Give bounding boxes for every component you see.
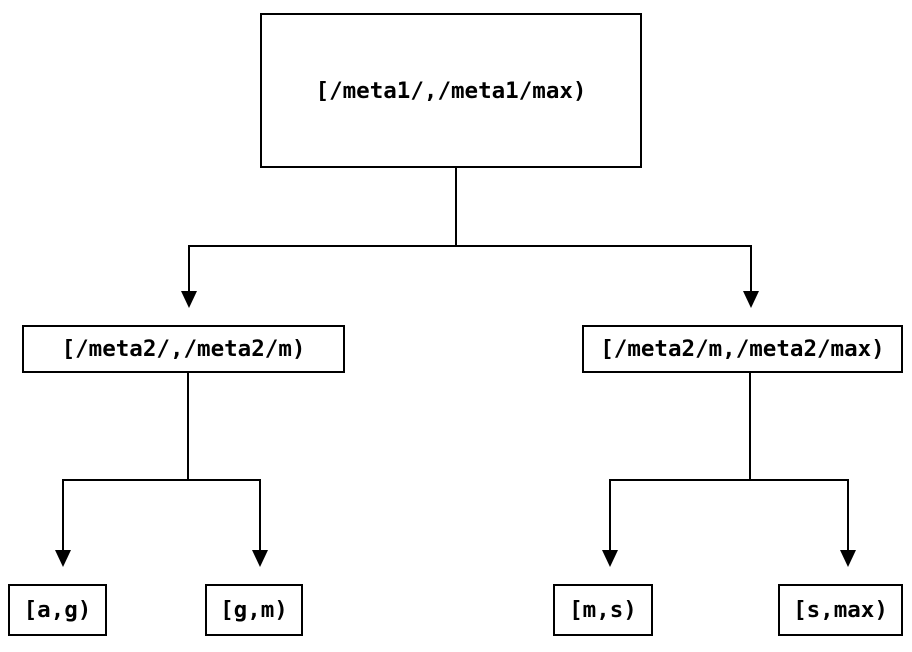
arrowhead-leaf-s-max: [840, 550, 856, 567]
node-root-label: [/meta1/,/meta1/max): [315, 77, 587, 104]
node-meta2-left: [/meta2/,/meta2/m): [22, 325, 345, 373]
arrowhead-leaf-a-g: [55, 550, 71, 567]
node-leaf-s-max: [s,max): [778, 584, 903, 636]
connector-meta2-left-stem: [187, 373, 189, 481]
node-leaf-m-s: [m,s): [553, 584, 653, 636]
connector-left-leaves-bar: [62, 479, 261, 481]
connector-drop-leaf-a-g: [62, 479, 64, 551]
node-leaf-g-m: [g,m): [205, 584, 303, 636]
arrowhead-leaf-g-m: [252, 550, 268, 567]
node-meta2-right-label: [/meta2/m,/meta2/max): [600, 336, 885, 362]
connector-level2-bar: [188, 245, 752, 247]
connector-drop-leaf-s-max: [847, 479, 849, 551]
node-root: [/meta1/,/meta1/max): [260, 13, 642, 168]
connector-drop-meta2-left: [188, 245, 190, 292]
node-meta2-left-label: [/meta2/,/meta2/m): [61, 336, 306, 362]
node-leaf-a-g-label: [a,g): [23, 597, 92, 623]
node-leaf-g-m-label: [g,m): [220, 597, 288, 623]
node-leaf-s-max-label: [s,max): [793, 597, 888, 623]
node-meta2-right: [/meta2/m,/meta2/max): [582, 325, 903, 373]
connector-drop-leaf-g-m: [259, 479, 261, 551]
arrowhead-leaf-m-s: [602, 550, 618, 567]
arrowhead-meta2-right: [743, 291, 759, 308]
arrowhead-meta2-left: [181, 291, 197, 308]
node-leaf-a-g: [a,g): [8, 584, 107, 636]
connector-root-stem: [455, 168, 457, 247]
connector-meta2-right-stem: [749, 373, 751, 481]
node-leaf-m-s-label: [m,s): [569, 597, 637, 623]
connector-right-leaves-bar: [609, 479, 849, 481]
connector-drop-meta2-right: [750, 245, 752, 292]
connector-drop-leaf-m-s: [609, 479, 611, 551]
